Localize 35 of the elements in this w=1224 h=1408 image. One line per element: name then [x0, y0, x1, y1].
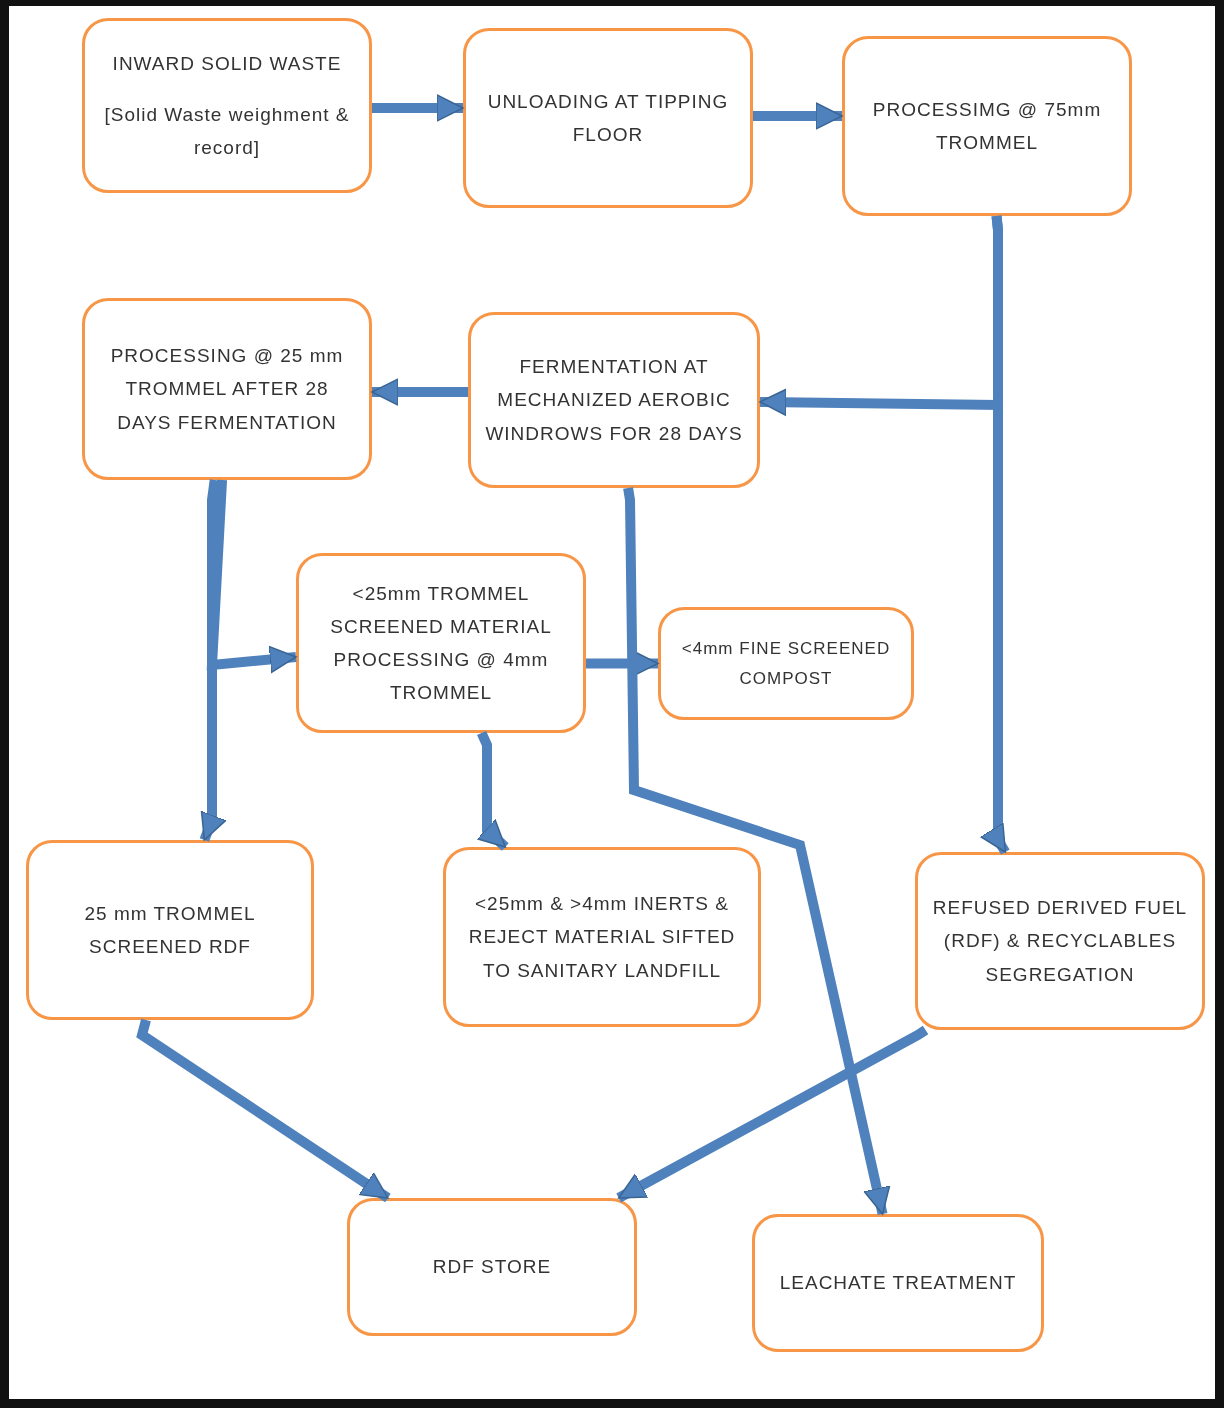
box-text: FERMENTATION AT MECHANIZED AEROBIC WINDROWS FOR 28 DAYS	[485, 355, 743, 446]
process-box	[347, 1198, 637, 1336]
arrow	[199, 479, 227, 842]
box-text: PROCESSIMG @ 75mm TROMMEL	[871, 97, 1103, 155]
box-text: PROCESSING @ 25 mm TROMMEL AFTER 28 DAYS FERMENTATION	[109, 344, 345, 435]
process-box	[915, 852, 1205, 1030]
arrow	[136, 1018, 391, 1203]
arrow	[371, 378, 468, 406]
process-box	[26, 840, 314, 1020]
process-box	[842, 36, 1132, 216]
arrow	[759, 215, 1003, 416]
box-text: RDF STORE	[432, 1255, 552, 1280]
arrow	[753, 102, 843, 130]
process-box	[658, 607, 914, 720]
arrow	[372, 94, 464, 122]
box-text: <4mm FINE SCREENED COMPOST	[680, 637, 892, 690]
process-box	[463, 28, 753, 208]
arrow	[616, 1025, 929, 1203]
arrow	[476, 730, 509, 851]
box-text: [Solid Waste weighment & record]	[103, 102, 351, 161]
box-text: <25mm & >4mm INERTS & REJECT MATERIAL SIFTED TO SANITARY LANDFILL	[467, 892, 737, 983]
box-text: REFUSED DERIVED FUEL (RDF) & RECYCLABLES SEGREGATION	[932, 896, 1188, 987]
process-box	[752, 1214, 1044, 1352]
process-box	[82, 298, 372, 480]
process-box	[82, 18, 372, 193]
box-text: INWARD SOLID WASTE	[112, 51, 342, 76]
arrow	[623, 487, 891, 1216]
process-box	[468, 312, 760, 488]
box-text: UNLOADING AT TIPPING FLOOR	[486, 89, 730, 147]
process-box	[443, 847, 761, 1027]
arrow	[586, 649, 659, 678]
process-box	[296, 553, 586, 733]
box-text: <25mm TROMMEL SCREENED MATERIAL PROCESSING @ 4mm TROMMEL	[329, 581, 553, 706]
box-text: 25 mm TROMMEL SCREENED RDF	[83, 901, 257, 959]
box-text: LEACHATE TREATMENT	[779, 1271, 1017, 1296]
